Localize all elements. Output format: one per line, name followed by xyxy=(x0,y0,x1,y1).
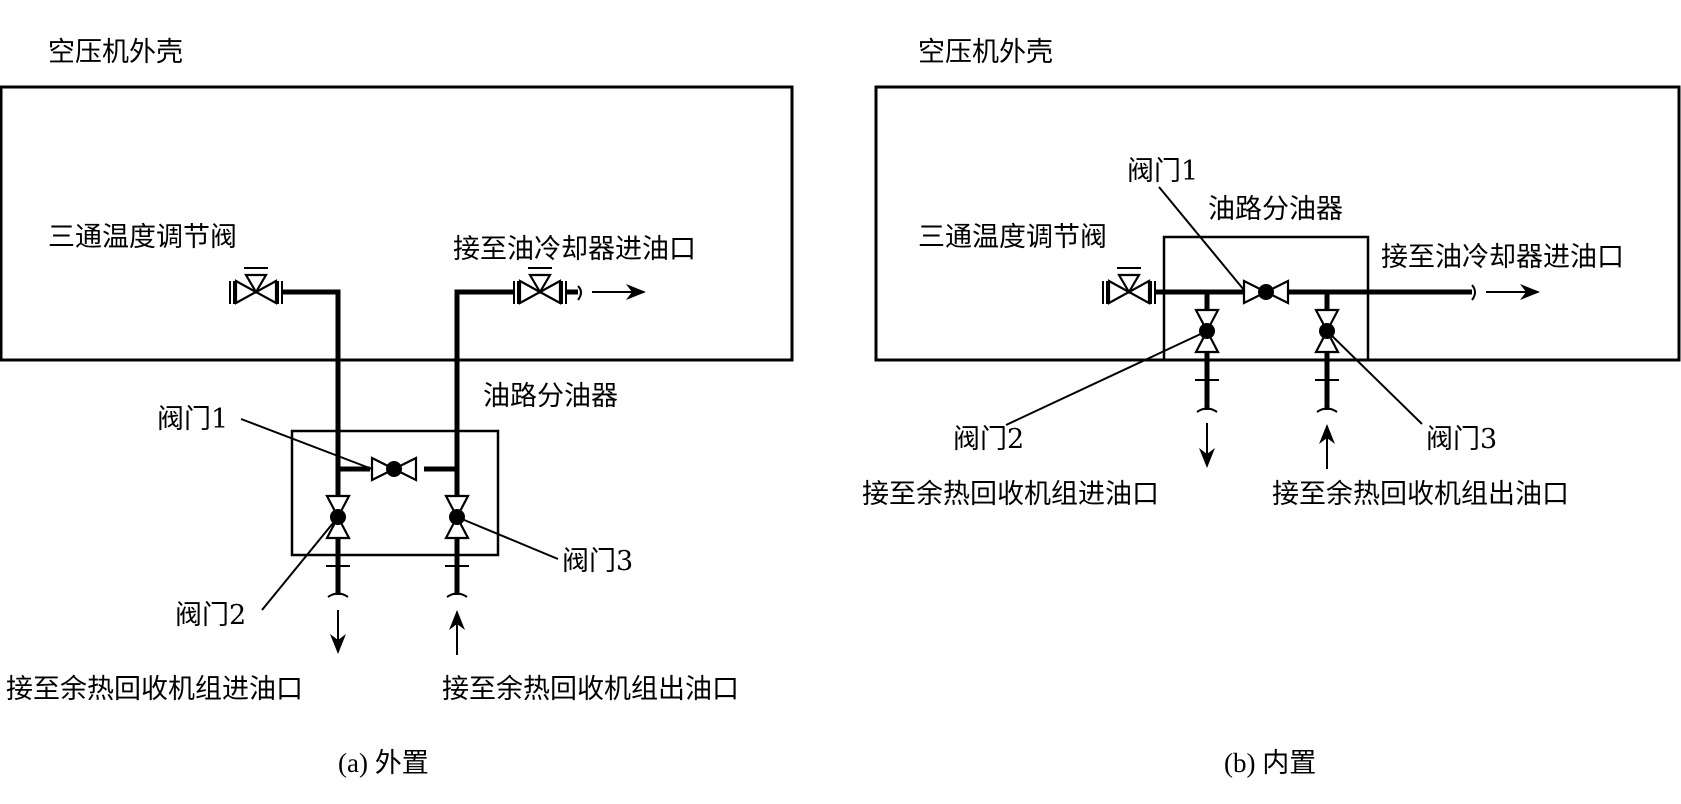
valve-1-leader-a xyxy=(240,418,373,470)
panel-a: 空压机外壳 三通温度调节阀 接至油冷却器进油口 xyxy=(0,37,794,778)
valve-1-icon-a xyxy=(370,456,418,482)
to-recovery-inlet-label-b: 接至余热回收机组进油口 xyxy=(862,479,1159,510)
from-recovery-outlet-label-b: 接至余热回收机组出油口 xyxy=(1272,479,1569,510)
oil-cooler-valve-icon-a xyxy=(513,267,567,305)
to-oil-cooler-label-b: 接至油冷却器进油口 xyxy=(1381,242,1624,273)
valve-1-leader-b xyxy=(1158,186,1245,291)
three-way-valve-label-a: 三通温度调节阀 xyxy=(48,222,237,253)
housing-label-b: 空压机外壳 xyxy=(918,37,1053,68)
distributor-label-b: 油路分油器 xyxy=(1208,194,1343,225)
valve-3-label-b: 阀门3 xyxy=(1426,424,1497,455)
valve-1-label-b: 阀门1 xyxy=(1127,156,1198,187)
caption-a: (a) 外置 xyxy=(338,748,429,778)
compressor-housing-a xyxy=(0,85,794,362)
valve-2-leader-b xyxy=(1005,330,1208,426)
valve-2-label-b: 阀门2 xyxy=(953,424,1024,455)
break-mark-icon xyxy=(1316,407,1338,413)
break-mark-icon xyxy=(1471,284,1476,301)
break-mark-icon xyxy=(327,592,349,598)
panel-b: 空压机外壳 三通温度调节阀 油路分油器 阀门1 接至油冷却器进油口 xyxy=(862,37,1681,778)
break-mark-icon xyxy=(577,285,582,301)
three-way-valve-icon-b xyxy=(1102,267,1156,305)
oil-distributor-box-b xyxy=(1162,235,1370,362)
break-mark-icon xyxy=(446,592,468,598)
valve-3-leader-b xyxy=(1326,330,1423,425)
oil-distributor-box-a xyxy=(290,429,500,557)
from-recovery-outlet-label-a: 接至余热回收机组出油口 xyxy=(442,674,739,705)
valve-3-icon-a xyxy=(444,494,470,540)
valve-1-label-a: 阀门1 xyxy=(157,404,228,435)
valve-3-label-a: 阀门3 xyxy=(562,546,633,577)
to-oil-cooler-label-a: 接至油冷却器进油口 xyxy=(453,234,696,265)
valve-2-label-a: 阀门2 xyxy=(175,600,246,631)
valve-1-icon-b xyxy=(1242,279,1290,305)
valve-2-leader-a xyxy=(261,516,339,611)
three-way-valve-label-b: 三通温度调节阀 xyxy=(918,222,1107,253)
caption-b: (b) 内置 xyxy=(1224,748,1316,778)
to-recovery-inlet-label-a: 接至余热回收机组进油口 xyxy=(6,674,303,705)
pipe-right-a xyxy=(454,289,513,568)
break-mark-icon xyxy=(1196,407,1218,413)
valve-3-leader-a xyxy=(456,516,559,560)
three-way-valve-icon-a xyxy=(229,267,283,305)
distributor-label-a: 油路分油器 xyxy=(483,381,618,412)
pipe-left-a xyxy=(283,289,341,568)
housing-label-a: 空压机外壳 xyxy=(48,37,183,68)
